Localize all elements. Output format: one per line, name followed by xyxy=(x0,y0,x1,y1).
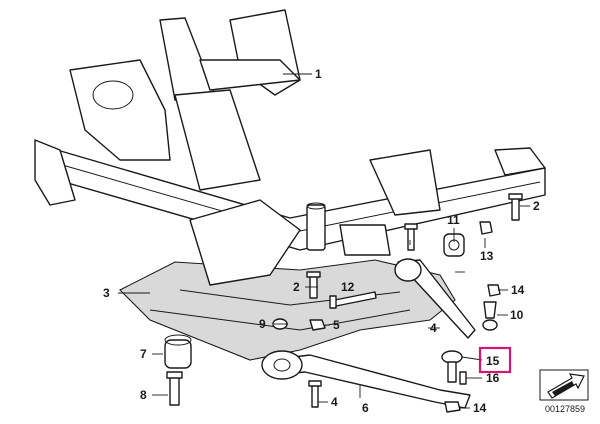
bolt-2-right xyxy=(508,193,523,221)
callout-2: 2 xyxy=(293,280,300,294)
callout-7: 7 xyxy=(140,347,147,361)
bolt-12 xyxy=(329,291,377,309)
callout-5: 5 xyxy=(333,318,340,332)
callout-10: 10 xyxy=(510,308,524,322)
bolt-16 xyxy=(459,371,467,385)
callout-11: 11 xyxy=(447,213,460,227)
bolt-4-lower xyxy=(308,380,322,408)
callout-9: 9 xyxy=(259,317,266,331)
callout-8: 8 xyxy=(140,388,147,402)
callout-3: 3 xyxy=(103,286,110,300)
bolt-4-upper xyxy=(404,223,418,251)
nut-14-upper xyxy=(487,284,501,297)
callout-16: 16 xyxy=(486,371,500,385)
callout-4: 4 xyxy=(430,321,437,335)
callout-13: 13 xyxy=(480,249,494,263)
bushing-11 xyxy=(443,233,465,257)
leader-lines xyxy=(118,73,530,409)
view-direction-arrow-icon xyxy=(539,369,589,401)
nut-14-lower xyxy=(444,401,461,413)
callout-1: 1 xyxy=(315,67,322,81)
nut-13 xyxy=(479,221,493,235)
callout-6: 6 xyxy=(362,401,369,415)
callout-15: 15 xyxy=(486,354,500,368)
nut-5 xyxy=(309,319,326,331)
lower-control-arm xyxy=(261,350,471,409)
callout-14: 14 xyxy=(473,401,487,415)
callout-14: 14 xyxy=(511,283,525,297)
callout-2: 2 xyxy=(533,199,540,213)
callout-4: 4 xyxy=(331,395,338,409)
bolt-8 xyxy=(166,371,183,406)
bushing-7 xyxy=(164,334,192,369)
ball-joint-15 xyxy=(441,350,463,383)
document-number: 00127859 xyxy=(545,404,585,414)
tension-strut xyxy=(394,258,498,339)
front-subframe xyxy=(34,9,546,286)
callout-12: 12 xyxy=(341,280,355,294)
highlight-box-15 xyxy=(478,346,512,374)
